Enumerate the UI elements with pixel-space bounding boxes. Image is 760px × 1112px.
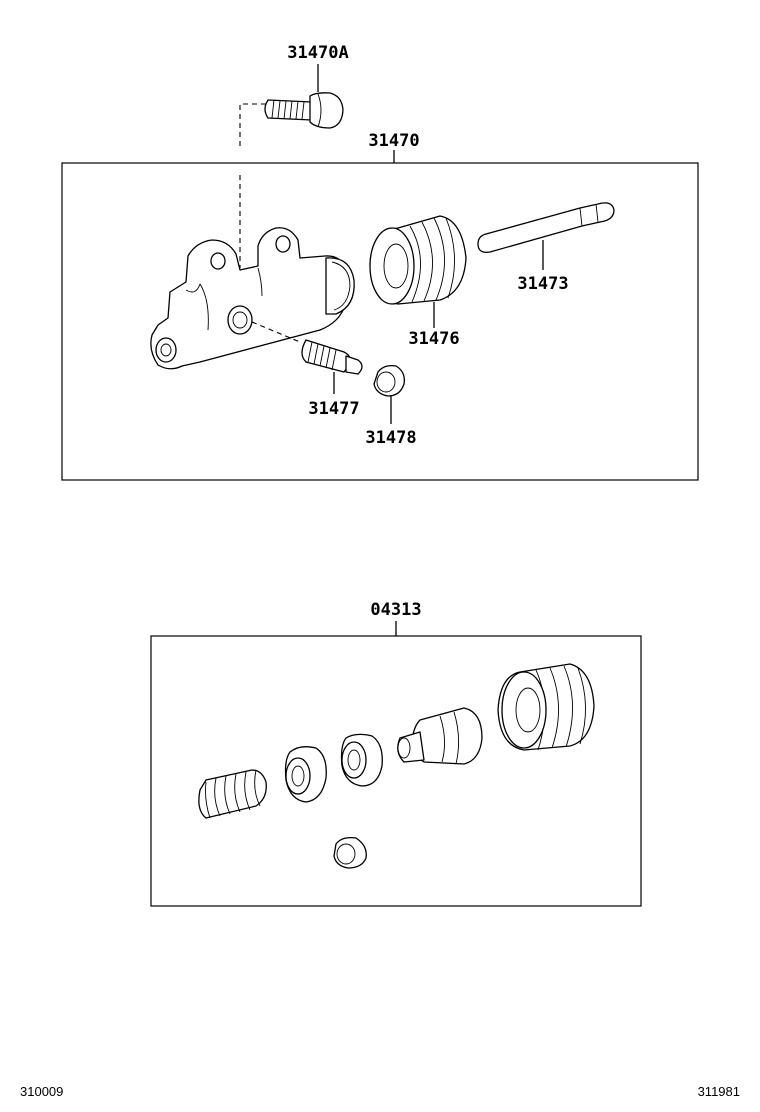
piston-cup-2-part [340,733,383,787]
bolt-part [264,92,344,129]
repair-kit-frame [150,635,642,907]
footer-code-left: 310009 [20,1084,63,1099]
label-04313: 04313 [370,600,421,620]
piston-cup-1-part [284,746,327,803]
assembly-frame [61,162,699,481]
label-31478: 31478 [365,428,416,448]
label-31477: 31477 [308,399,359,419]
bolt-dash-line [239,103,266,150]
bleeder-cap-part [373,364,405,397]
kit-boot-part [497,663,595,751]
piston-part [397,707,483,765]
bleeder-plug-part [301,339,363,375]
cylinder-body [150,227,355,370]
label-31470A: 31470A [287,43,348,63]
label-31476: 31476 [408,329,459,349]
push-rod-part [477,202,615,253]
label-31470: 31470 [368,131,419,151]
footer-code-right: 311981 [698,1084,740,1099]
kit-bleeder-cap-part [333,836,367,869]
spring-part [198,769,267,819]
boot-part [369,215,467,305]
label-31473: 31473 [517,274,568,294]
